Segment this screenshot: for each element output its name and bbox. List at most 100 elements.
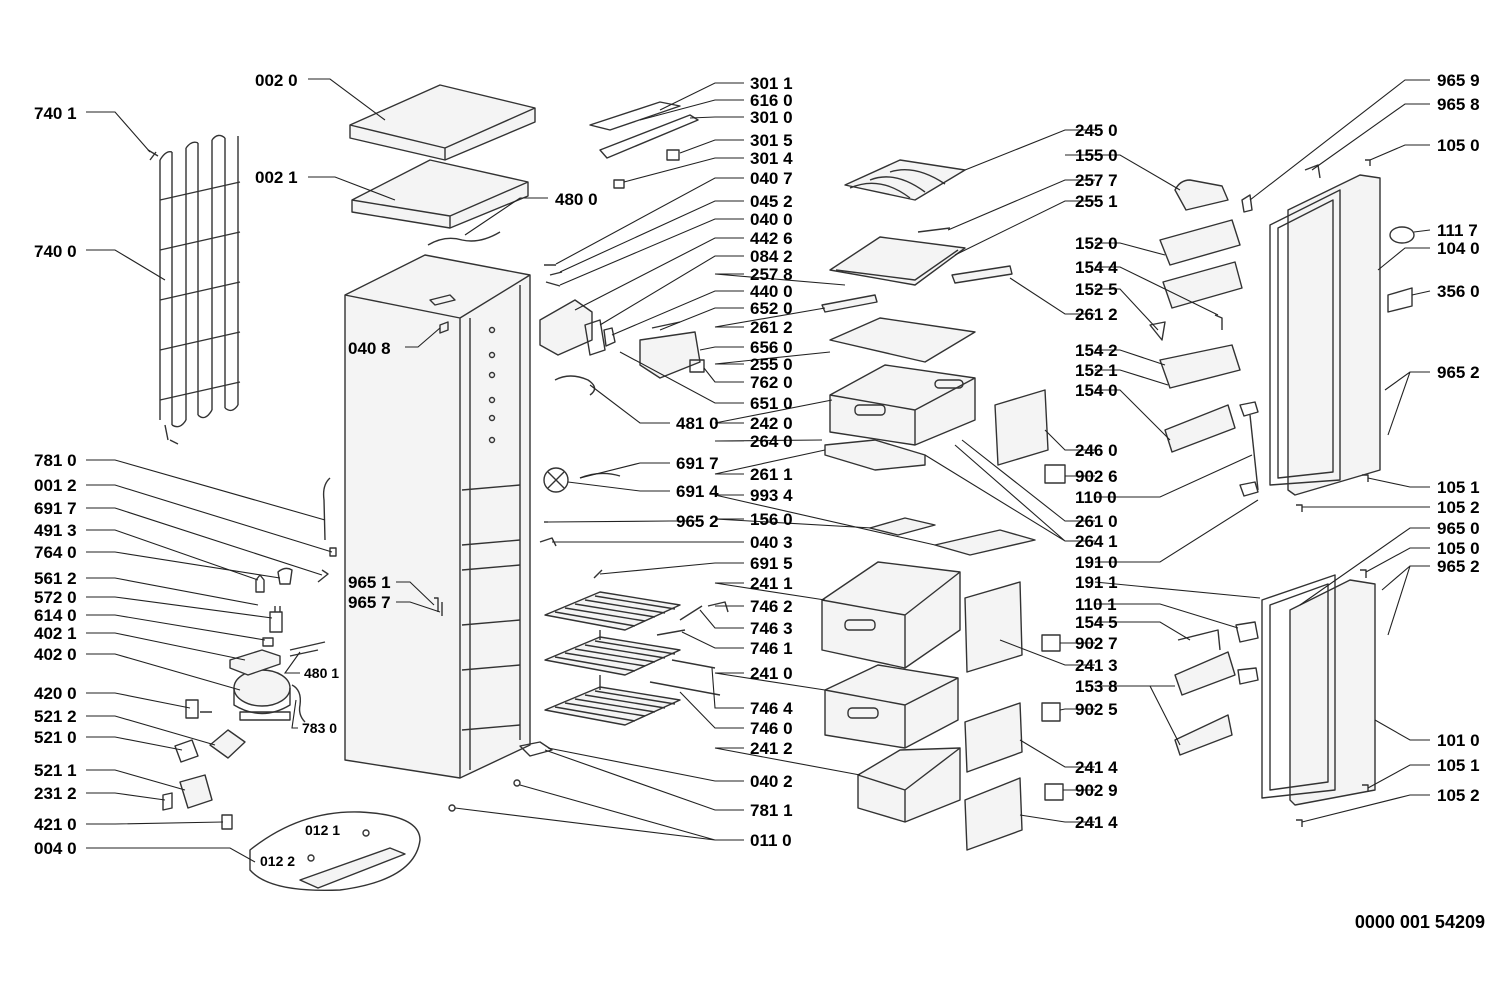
callout-label: 965 8: [1437, 95, 1480, 114]
part-902-6: [1044, 464, 1066, 484]
callout-label: 965 0: [1437, 519, 1480, 538]
callout-label: 104 0: [1437, 239, 1480, 258]
control-unit: [539, 264, 705, 379]
callout-label: 491 3: [34, 521, 77, 540]
callout-label: 781 0: [34, 451, 77, 470]
part-105-2-b: [1296, 819, 1303, 827]
callout-label: 255 1: [1075, 192, 1118, 211]
part-105-0-a: [1365, 159, 1371, 166]
part-746-0: [649, 681, 721, 696]
callout-label: 257 8: [750, 265, 793, 284]
callout-label: 746 1: [750, 639, 793, 658]
callout-label: 691 4: [676, 482, 719, 501]
wire-481-0: [554, 375, 596, 396]
callout-label: 105 0: [1437, 136, 1480, 155]
cabinet: [344, 254, 531, 779]
part-105-1-b: [1362, 784, 1369, 792]
callout-label: 084 2: [750, 247, 793, 266]
callout-label: 241 1: [750, 574, 793, 593]
callout-label: 746 0: [750, 719, 793, 738]
callout-label: 301 4: [750, 149, 793, 168]
bottle-rack: [844, 159, 966, 201]
callout-label: 440 0: [750, 282, 793, 301]
callout-label: 110 0: [1075, 488, 1117, 507]
callout-label: 191 1: [1075, 573, 1118, 592]
capacitor: [185, 699, 212, 719]
part-257-7: [917, 227, 951, 233]
glass-shelf-edge: [835, 249, 959, 281]
callout-label: 255 0: [750, 355, 793, 374]
callout-label: 521 0: [34, 728, 77, 747]
callout-label: 155 0: [1075, 146, 1118, 165]
callout-label: 105 1: [1437, 756, 1480, 775]
callout-label: 561 2: [34, 569, 77, 588]
callout-label: 040 7: [750, 169, 793, 188]
callout-label: 231 2: [34, 784, 77, 803]
bracket-402-1: [229, 649, 281, 676]
callout-label: 746 4: [750, 699, 793, 718]
part-001-2: [329, 547, 337, 557]
callout-label: 746 3: [750, 619, 793, 638]
callout-label: 421 0: [34, 815, 77, 834]
drawing-number: 0000 001 54209: [1355, 912, 1485, 932]
part-421-0: [221, 814, 233, 830]
callout-label: 261 2: [1075, 305, 1118, 324]
part-156-0: [869, 517, 936, 536]
callout-label: 965 2: [1437, 557, 1480, 576]
callout-label: 105 1: [1437, 478, 1480, 497]
callout-label: 691 7: [676, 454, 719, 473]
part-105-1-a: [1362, 474, 1369, 482]
callout-label: 105 2: [1437, 786, 1480, 805]
callout-label: 261 2: [750, 318, 793, 337]
callout-label: 241 3: [1075, 656, 1118, 675]
part-902-5: [1041, 702, 1061, 722]
part-301-5: [666, 149, 680, 161]
part-691-7-left: [317, 569, 329, 583]
callout-label: 004 0: [34, 839, 77, 858]
wire-480-0: [427, 231, 501, 246]
part-691-5: [593, 569, 603, 579]
part-491-3: [255, 574, 265, 593]
callout-label: 261 0: [1075, 512, 1118, 531]
hinges-965: [434, 597, 443, 616]
callout-label: 154 2: [1075, 341, 1118, 360]
callout-label: 740 0: [34, 242, 77, 261]
callout-label: 264 0: [750, 432, 793, 451]
condenser-coil: [147, 134, 241, 445]
callout-label: 480 0: [555, 190, 598, 209]
part-902-9: [1044, 783, 1064, 801]
fridge-door-lower: [1235, 569, 1376, 806]
part-781-1: [519, 741, 553, 757]
door-balconies-upper: [1149, 164, 1321, 453]
panel-241-3: [964, 581, 1023, 673]
top-cover-inner: [351, 159, 529, 229]
callout-label: 257 7: [1075, 171, 1118, 190]
fridge-door-upper: [1239, 174, 1415, 497]
top-cover: [349, 84, 536, 161]
callout-label: 481 0: [676, 414, 719, 433]
callout-label: 614 0: [34, 606, 77, 625]
door-balconies-lower: [1174, 629, 1236, 756]
fan-blades: [547, 471, 565, 489]
part-040-3: [539, 537, 557, 547]
callout-label: 442 6: [750, 229, 793, 248]
callout-label: 245 0: [1075, 121, 1118, 140]
callout-label: 651 0: [750, 394, 793, 413]
part-746-4: [671, 659, 716, 669]
callout-label: 242 0: [750, 414, 793, 433]
callout-label: 152 0: [1075, 234, 1118, 253]
callout-label: 764 0: [34, 543, 77, 562]
callout-label: 965 2: [676, 512, 719, 531]
trim-261-2-right: [951, 265, 1013, 284]
callout-label: 480 1: [304, 665, 339, 681]
panel-246-0: [994, 389, 1049, 466]
part-614-0: [262, 637, 274, 647]
callout-label: 965 2: [1437, 363, 1480, 382]
callout-label: 965 7: [348, 593, 391, 612]
callout-label: 902 7: [1075, 634, 1118, 653]
tube-781-0: [322, 477, 331, 541]
callout-label: 965 9: [1437, 71, 1480, 90]
part-902-7: [1041, 634, 1061, 652]
callout-label: 012 1: [305, 822, 340, 838]
